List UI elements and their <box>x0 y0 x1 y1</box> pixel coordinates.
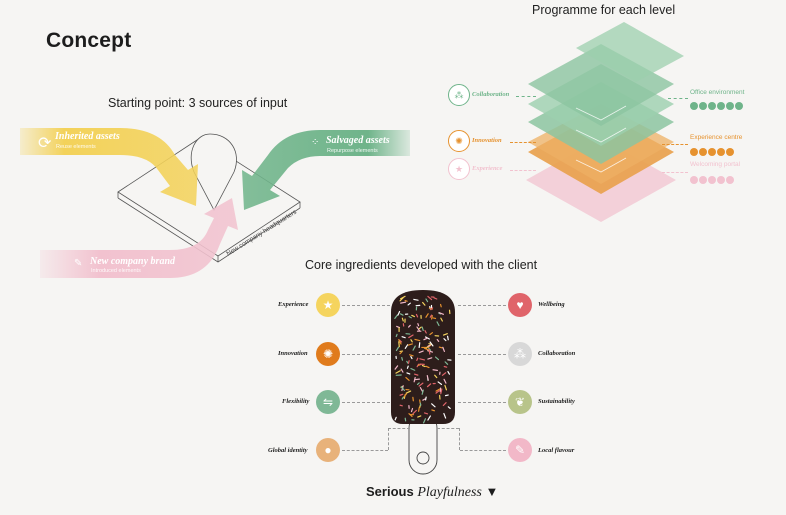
programme-left-2: Innovation <box>472 137 502 144</box>
programme-right-2: Experience centre <box>690 134 743 141</box>
ingredient-right-3: Sustainability <box>538 398 575 405</box>
inherited-sub: Reuse elements <box>56 144 96 150</box>
feather-icon: ✎ <box>508 438 532 462</box>
ingredient-right-2: Collaboration <box>538 350 576 357</box>
core-teardrop <box>190 133 237 211</box>
ingredient-left-4: Global identity <box>268 447 308 454</box>
network-icon: ✺ <box>448 130 470 152</box>
people-icon: ⁂ <box>448 84 470 106</box>
salvaged-icon: ⁘ <box>311 137 320 148</box>
sources-diagram: New company headquarters <box>20 128 410 278</box>
programme-right-3: Welcoming portal <box>690 161 741 168</box>
ingredient-left-2: Innovation <box>278 350 308 357</box>
ingredient-left-1: Experience <box>278 301 309 308</box>
programme-left-1: Collaboration <box>472 91 510 98</box>
ingredient-right-1: Wellbeing <box>538 301 565 308</box>
star-icon: ★ <box>316 293 340 317</box>
programme-right-1: Office environment <box>690 89 745 96</box>
star-icon: ★ <box>448 158 470 180</box>
programme-stack <box>526 22 684 222</box>
level-green-top <box>576 22 684 82</box>
page-title: Concept <box>46 29 132 52</box>
brand-arrow <box>40 198 238 278</box>
sprinkles <box>394 295 452 424</box>
salvaged-sub: Repurpose elements <box>327 148 378 154</box>
network-icon: ✺ <box>316 342 340 366</box>
popsicle-illustration <box>391 290 455 475</box>
salvaged-label: Salvaged assets <box>326 135 390 146</box>
inherited-arrow <box>20 128 198 206</box>
path-icon: ⇋ <box>316 390 340 414</box>
salvaged-arrow <box>242 130 410 210</box>
brand-label: New company brand <box>90 256 175 267</box>
programme-heading: Programme for each level <box>532 3 676 17</box>
experience-centre-icons <box>690 143 735 161</box>
people-icon: ⁂ <box>508 342 532 366</box>
office-icons <box>690 97 744 115</box>
inherited-icon: ⟳ <box>38 135 52 152</box>
brand-tagline: Serious Playfulness ▼ <box>366 484 498 501</box>
leaf-icon: ❦ <box>508 390 532 414</box>
heart-icon: ♥ <box>508 293 532 317</box>
programme-left-3: Experience <box>472 165 503 172</box>
ingredient-right-4: Local flavour <box>538 447 575 454</box>
pin-icon: ● <box>316 438 340 462</box>
brand-serious: Serious <box>366 484 414 499</box>
welcoming-portal-icons <box>690 171 735 189</box>
brand-sub: Introduced elements <box>91 268 141 274</box>
inherited-label: Inherited assets <box>55 131 120 142</box>
brand-playfulness: Playfulness <box>417 485 482 500</box>
brand-mark-icon: ▼ <box>485 484 499 499</box>
brand-icon: ✎ <box>74 258 83 269</box>
hq-label: New company headquarters <box>225 208 298 257</box>
sources-heading: Starting point: 3 sources of input <box>108 96 288 110</box>
core-heading: Core ingredients developed with the clie… <box>305 258 538 272</box>
ingredient-left-3: Flexibility <box>282 398 310 405</box>
